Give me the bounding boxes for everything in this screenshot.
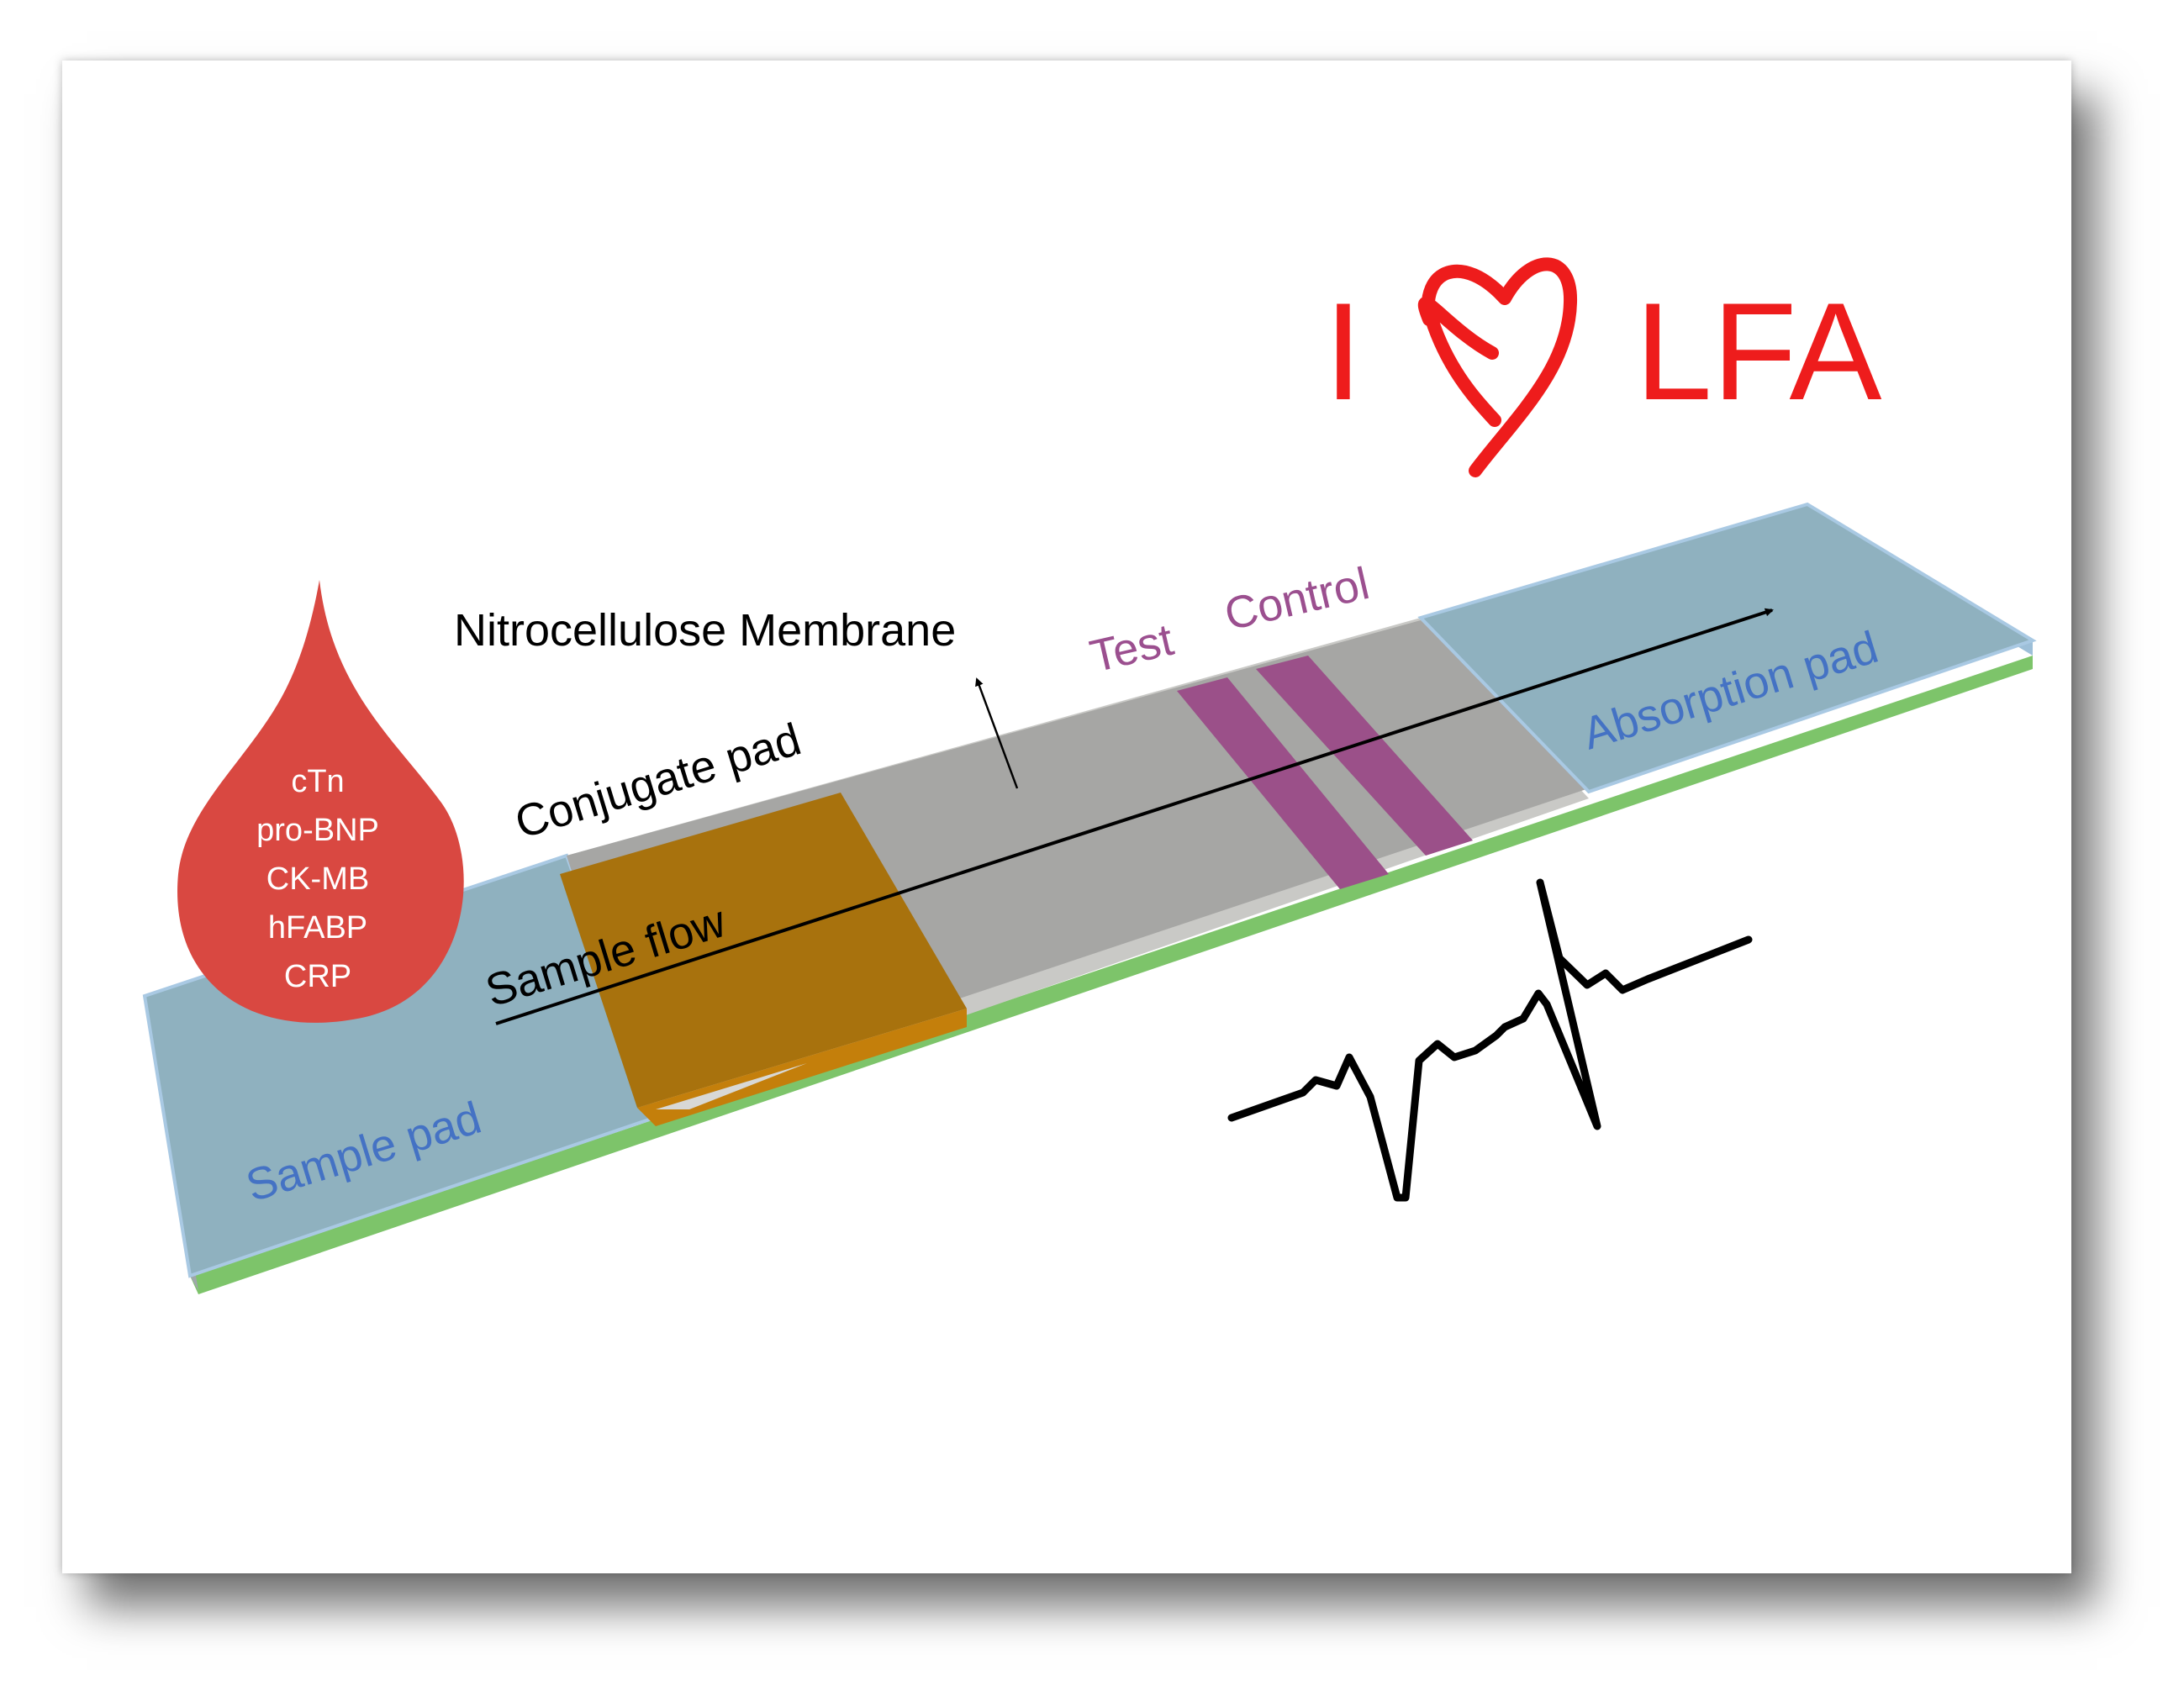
biomarker-item: pro-BNP bbox=[256, 813, 379, 848]
drop-icon bbox=[177, 580, 464, 1023]
lfa-strip bbox=[142, 502, 2037, 1294]
sample-flow-arrow bbox=[495, 608, 1774, 1025]
control-line bbox=[1256, 656, 1473, 856]
heart-icon bbox=[1417, 257, 1578, 477]
backing-card bbox=[190, 656, 2033, 1294]
membrane-pointer-arrow bbox=[975, 677, 1019, 789]
nitrocellulose-label: Nitrocellulose Membrane bbox=[454, 605, 956, 656]
test-line bbox=[1177, 677, 1389, 889]
test-label: Test bbox=[1085, 614, 1178, 682]
title-suffix: LFA bbox=[1635, 274, 1882, 429]
biomarker-item: CK-MB bbox=[266, 861, 369, 897]
biomarker-list: cTn pro-BNP CK-MB hFABP CRP bbox=[256, 764, 379, 994]
biomarker-item: cTn bbox=[291, 764, 344, 799]
ecg-waveform-icon bbox=[1227, 878, 1753, 1202]
biomarker-item: hFABP bbox=[268, 910, 367, 946]
control-label: Control bbox=[1220, 558, 1374, 640]
absorption-pad bbox=[1417, 502, 2037, 794]
i-love-lfa-title: I LFA bbox=[1324, 257, 1882, 477]
title-prefix: I bbox=[1324, 274, 1363, 429]
conjugate-pad bbox=[560, 793, 967, 1108]
conjugate-pad-fold bbox=[656, 1063, 807, 1109]
biomarker-item: CRP bbox=[284, 959, 351, 994]
